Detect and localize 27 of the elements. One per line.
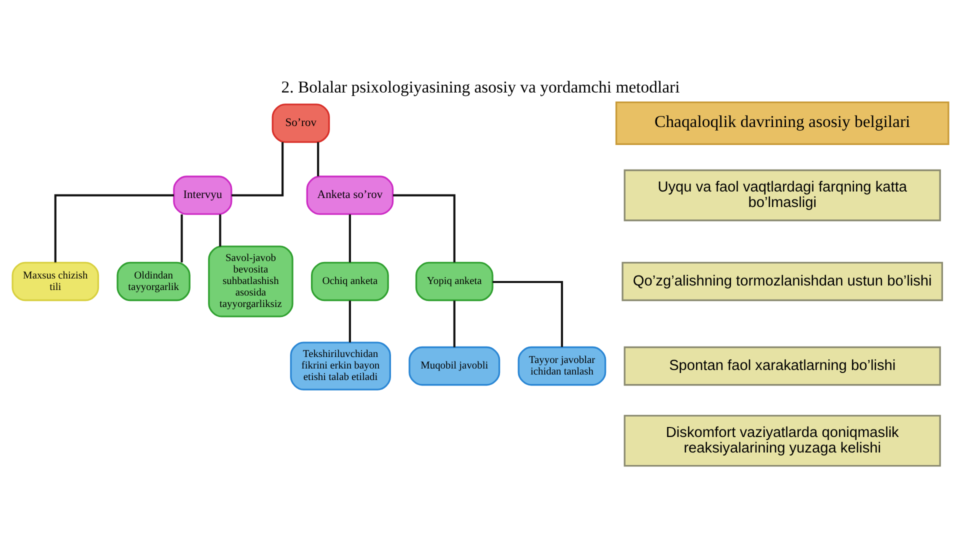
node-box: Savol-javob bevosita suhbatlashish asosida tayyorgarliksiz xyxy=(208,245,294,317)
connector xyxy=(219,214,222,246)
connector xyxy=(348,300,351,342)
node-box: Qo’zg’alishning tormozlanishdan ustun bo’lishi xyxy=(622,261,943,301)
connector xyxy=(492,280,564,346)
node-box: Uyqu va faol vaqtlardagi farqning katta bo’lmasligi xyxy=(624,168,941,221)
connector xyxy=(317,142,320,176)
node-box: Tekshiriluvchidan fikrini erkin bayon etishi talab etiladi xyxy=(290,341,391,390)
diagram-title: 2. Bolalar psixologiyasining asosiy va yordamchi metodlari xyxy=(281,77,680,96)
node-box: Oldindan tayyorgarlik xyxy=(116,261,190,301)
node-box: Ochiq anketa xyxy=(310,261,389,301)
connector xyxy=(232,142,284,196)
node-box: Yopiq anketa xyxy=(415,261,494,301)
node-box: Muqobil javobli xyxy=(408,346,500,386)
connector xyxy=(180,214,183,262)
node-box: Tayyor javoblar ichidan tanlash xyxy=(518,346,606,386)
node-box: Spontan faol xarakatlarning bo’lishi xyxy=(624,346,941,386)
connector xyxy=(453,300,456,347)
connector xyxy=(54,194,174,262)
node-box: Intervyu xyxy=(173,175,232,214)
connector xyxy=(393,194,456,262)
node-box: Maxsus chizish tili xyxy=(12,261,100,301)
node-box: So’rov xyxy=(272,103,330,142)
node-box: Anketa so’rov xyxy=(306,175,394,214)
connector xyxy=(348,214,351,262)
node-box: Diskomfort vaziyatlarda qoniqmaslik reaksiyalarining yuzaga kelishi xyxy=(624,414,941,466)
node-box: Chaqaloqlik davrining asosiy belgilari xyxy=(615,101,950,144)
